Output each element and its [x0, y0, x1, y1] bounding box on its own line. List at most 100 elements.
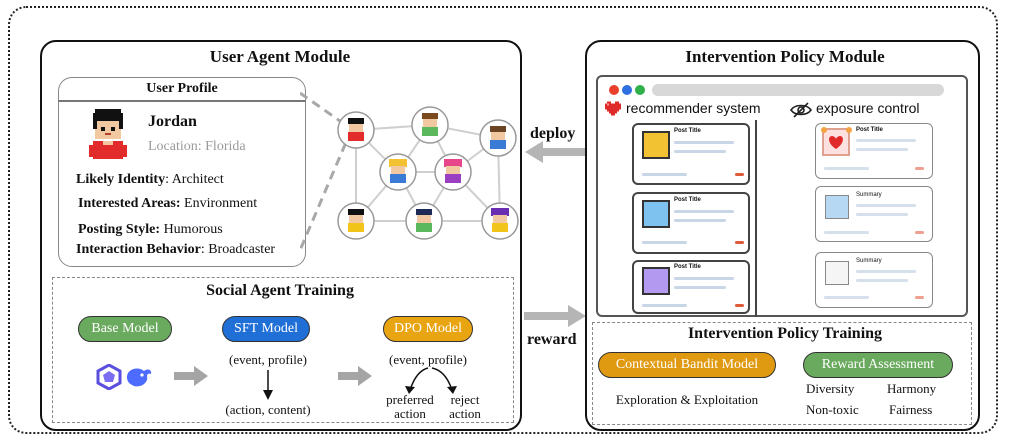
- reject-line-1: reject: [450, 392, 480, 407]
- metric-non-toxic: Non-toxic: [806, 402, 859, 417]
- summary-label-1: Summary: [856, 192, 882, 198]
- exposure-3-line-c: [824, 296, 869, 299]
- post-1-badge: [735, 173, 744, 176]
- reward-assessment-pill: Reward Assessment: [803, 352, 953, 378]
- jordan-avatar-icon: [89, 109, 127, 159]
- deploy-label: deploy: [530, 125, 576, 142]
- social-agent-training-title: Social Agent Training: [206, 282, 354, 299]
- left-feed-frame: [621, 120, 757, 317]
- profile-posting-style: Posting Style: Humorous: [78, 222, 223, 238]
- post-title-3: Post Title: [674, 264, 701, 270]
- heart-post-thumb-icon: [821, 127, 852, 156]
- intervention-policy-training-title: Intervention Policy Training: [687, 325, 883, 342]
- exposure-post-title: Post Title: [856, 127, 883, 133]
- dpo-input-text: (event, profile): [389, 352, 467, 367]
- exposure-1-line-c: [824, 167, 869, 170]
- browser-red-dot: [609, 85, 619, 95]
- sft-down-arrow: [263, 370, 273, 400]
- contextual-bandit-pill: Contextual Bandit Model: [598, 352, 776, 378]
- post-3-line-c: [642, 304, 687, 307]
- user-node-8: [481, 202, 519, 240]
- user-node-1: [337, 111, 375, 149]
- identity-value: : Architect: [165, 172, 224, 187]
- profile-location: Location: Florida: [148, 139, 246, 154]
- exposure-2-line-c: [824, 231, 869, 234]
- post-3-line-b: [674, 286, 726, 289]
- exposure-2-line-b: [856, 213, 908, 216]
- exposure-1-line-a: [856, 139, 916, 142]
- eye-slash-icon: [790, 102, 812, 118]
- interests-value: Environment: [180, 196, 258, 211]
- profile-header: User Profile: [146, 81, 218, 96]
- browser-blue-dot: [622, 85, 632, 95]
- profile-interests: Interested Areas: Environment: [78, 196, 257, 212]
- deepseek-logo-icon: [127, 368, 152, 387]
- outer-frame: [8, 6, 998, 434]
- exposure-3-badge: [915, 296, 924, 299]
- user-node-4: [379, 153, 417, 191]
- exposure-1-line-b: [856, 148, 908, 151]
- interaction-label: Interaction Behavior: [76, 242, 201, 257]
- exploration-exploitation-text: Exploration & Exploitation: [615, 392, 759, 407]
- preferred-line-1: preferred: [386, 392, 434, 407]
- post-2-line-a: [674, 210, 734, 213]
- exposure-3-line-a: [856, 270, 916, 273]
- reward-arrow: [524, 305, 586, 327]
- reject-action-text: reject action: [440, 393, 490, 421]
- browser-green-dot: [635, 85, 645, 95]
- exposure-3-line-b: [856, 279, 908, 282]
- post-title-1: Post Title: [674, 128, 701, 134]
- recommender-system-label: recommender system: [626, 100, 761, 116]
- exposure-1-badge: [915, 167, 924, 170]
- qwen-logo-icon: [96, 364, 122, 390]
- profile-identity: Likely Identity: Architect: [76, 172, 224, 188]
- intervention-policy-module-title: Intervention Policy Module: [685, 47, 885, 66]
- post-2-badge: [735, 241, 744, 244]
- profile-interaction: Interaction Behavior: Broadcaster: [76, 242, 275, 258]
- profile-name: Jordan: [148, 113, 197, 130]
- posting-value: Humorous: [160, 222, 223, 237]
- dpo-model-pill: DPO Model: [383, 316, 473, 342]
- user-agent-module-title: User Agent Module: [209, 47, 351, 66]
- post-title-2: Post Title: [674, 197, 701, 203]
- post-2-line-c: [642, 241, 687, 244]
- posting-label: Posting Style:: [78, 222, 161, 237]
- arrow-sft-to-dpo: [338, 366, 372, 386]
- user-profile-card: [58, 77, 306, 267]
- user-node-3: [479, 119, 517, 157]
- browser-address-bar: [652, 84, 944, 96]
- reward-label: reward: [527, 331, 577, 348]
- profile-header-divider: [58, 100, 306, 102]
- post-3-badge: [735, 304, 744, 307]
- summary-thumb-blue: [825, 195, 849, 219]
- post-thumb-purple: [642, 267, 670, 295]
- metric-diversity: Diversity: [806, 381, 855, 396]
- post-thumb-yellow: [642, 131, 670, 159]
- sft-model-pill: SFT Model: [222, 316, 310, 342]
- identity-label: Likely Identity: [76, 172, 166, 187]
- interests-label: Interested Areas:: [78, 196, 181, 211]
- sft-input-text: (event, profile): [229, 352, 307, 367]
- preferred-action-text: preferred action: [380, 393, 440, 421]
- preferred-line-2: action: [394, 406, 426, 421]
- heart-icon: [605, 101, 621, 116]
- intervention-policy-training-box: [592, 322, 972, 425]
- reject-line-2: action: [449, 406, 481, 421]
- exposure-2-badge: [915, 231, 924, 234]
- user-node-2: [411, 106, 449, 144]
- interaction-value: : Broadcaster: [200, 242, 276, 257]
- deploy-arrow: [525, 141, 587, 163]
- user-node-7: [405, 202, 443, 240]
- summary-thumb-empty: [825, 261, 849, 285]
- summary-label-2: Summary: [856, 258, 882, 264]
- dpo-branch-arrows: [405, 367, 457, 394]
- post-3-line-a: [674, 277, 734, 280]
- post-1-line-b: [674, 150, 726, 153]
- social-agent-training-box: [52, 277, 514, 423]
- metric-harmony: Harmony: [887, 381, 937, 396]
- user-node-6: [337, 202, 375, 240]
- social-network-graph: [300, 92, 519, 255]
- metric-fairness: Fairness: [889, 402, 933, 417]
- post-1-line-c: [642, 173, 687, 176]
